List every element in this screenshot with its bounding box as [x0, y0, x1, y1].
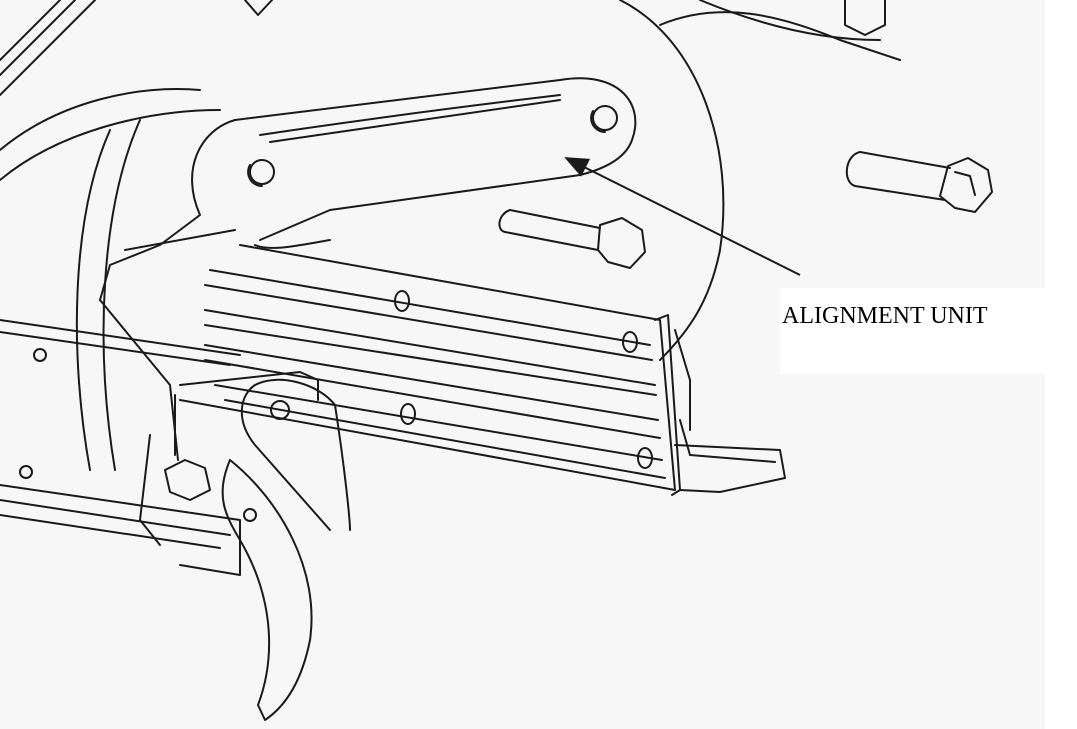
callout-leader-arrow: [564, 157, 801, 276]
bottom-bar: [0, 319, 257, 576]
hook-blade: [221, 378, 351, 721]
rail-plate: [179, 244, 681, 496]
loose-bolt: [845, 151, 993, 213]
base-bracket: [674, 329, 786, 493]
upper-right-arm: [659, 0, 901, 61]
upper-strip: [0, 0, 273, 96]
rear-bolt: [498, 209, 646, 269]
alignment-unit-label: ALIGNMENT UNIT: [780, 288, 1072, 374]
